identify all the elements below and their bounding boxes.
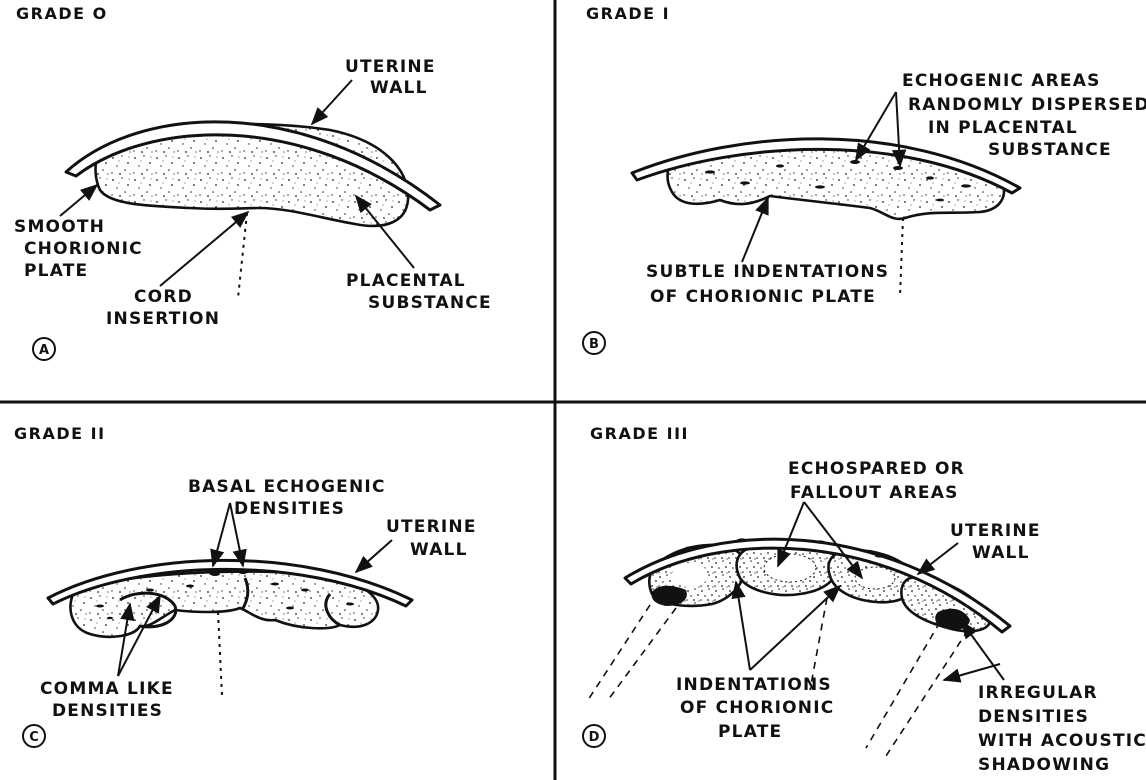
arrow-echogenic-1 xyxy=(855,91,897,162)
arrow-comma-2 xyxy=(117,594,161,677)
echogenic-marks-c xyxy=(96,570,354,620)
arrow-uterine-wall-d xyxy=(916,542,959,576)
cord-b xyxy=(899,217,904,297)
panel-a-tag: A xyxy=(39,343,49,358)
indentations-label: INDENTATIONS OF CHORIONIC PLATE xyxy=(676,675,842,742)
echospared-area-1 xyxy=(672,563,708,587)
basal-densities-label: BASAL ECHOGENIC DENSITIES xyxy=(188,477,393,519)
echogenic-areas-label: ECHOGENIC AREAS RANDOMLY DISPERSED IN PL… xyxy=(902,71,1146,160)
panel-b-title: GRADE I xyxy=(586,4,670,23)
panel-d-tag: D xyxy=(589,730,600,745)
echospared-label: ECHOSPARED OR FALLOUT AREAS xyxy=(788,459,972,503)
subtle-indentations-label: SUBTLE INDENTATIONS OF CHORIONIC PLATE xyxy=(646,262,896,307)
irregular-densities-label: IRREGULAR DENSITIES WITH ACOUSTIC SHADOW… xyxy=(978,683,1146,775)
smooth-plate-label: SMOOTH CHORIONIC PLATE xyxy=(14,217,150,281)
panel-c-title: GRADE II xyxy=(14,424,106,443)
lobe-c-1 xyxy=(119,591,178,629)
echospared-area-2 xyxy=(763,553,817,583)
uterine-wall-a xyxy=(64,120,442,212)
panel-b-marker xyxy=(582,331,606,355)
shadow-line-2 xyxy=(607,607,677,701)
uterine-wall-b xyxy=(630,137,1022,195)
placental-substance-label: PLACENTAL SUBSTANCE xyxy=(346,271,492,313)
arrow-irregular-1 xyxy=(960,620,1005,681)
shadow-line-3 xyxy=(809,597,828,691)
arrow-comma-1 xyxy=(117,602,135,677)
cord-a xyxy=(237,212,248,299)
panel-d-title: GRADE III xyxy=(590,424,689,443)
wall-marks-d xyxy=(685,538,885,558)
shadow-line-1 xyxy=(587,604,651,701)
cord-insertion-label: CORD INSERTION xyxy=(106,287,220,329)
panel-c-tag: C xyxy=(29,730,39,745)
uterine-wall-label-d: UTERINE WALL xyxy=(950,521,1048,563)
arrow-echospared-2 xyxy=(803,501,864,580)
shadow-line-4 xyxy=(865,621,941,749)
uterine-wall-label-a: UTERINE WALL xyxy=(345,57,443,98)
echogenic-marks-b xyxy=(705,160,971,202)
panel-c-marker xyxy=(22,724,46,748)
comma-densities-label: COMMA LIKE DENSITIES xyxy=(40,679,181,721)
arrow-indentations-2 xyxy=(749,584,842,671)
arrow-basal-2 xyxy=(229,502,247,568)
arrow-echospared-1 xyxy=(777,501,805,568)
arrow-cord-insertion xyxy=(159,210,250,287)
echospared-area-3 xyxy=(854,566,896,590)
panel-grade-0: GRADE O UTERINE WALL SMOOTH CHORIONIC PL… xyxy=(14,4,492,361)
panel-a-title: GRADE O xyxy=(16,4,108,23)
arrow-basal-1 xyxy=(210,502,231,568)
irregular-density-1 xyxy=(651,585,687,606)
arrow-subtle-indentations xyxy=(741,196,769,263)
panel-grade-2: GRADE II BASAL ECHOGENIC DENSITIES UTE xyxy=(14,424,484,748)
panel-b-tag: B xyxy=(589,337,599,352)
panel-a-marker xyxy=(32,337,56,361)
arrow-indentations-1 xyxy=(731,580,751,671)
cord-c xyxy=(217,611,223,697)
panel-grade-1: GRADE I ECHOGENIC AREAS RANDOMLY DISPERS… xyxy=(582,4,1146,355)
uterine-wall-c xyxy=(46,558,414,608)
arrow-uterine-wall-c xyxy=(354,539,393,574)
arrow-echogenic-2 xyxy=(891,91,907,168)
uterine-wall-d xyxy=(623,537,1012,634)
arrow-placental-substance xyxy=(354,194,415,269)
lobe-c-2 xyxy=(240,577,250,611)
panel-grade-3: GRADE III ECHOSPARED OR FALLOUT AREAS xyxy=(582,424,1146,775)
arrow-uterine-wall-a xyxy=(310,79,353,126)
uterine-wall-label-c: UTERINE WALL xyxy=(386,517,484,560)
arrow-smooth-plate xyxy=(59,183,99,217)
lobe-c-3 xyxy=(324,593,341,627)
panel-d-marker xyxy=(582,724,606,748)
arrow-irregular-2 xyxy=(942,663,1001,683)
